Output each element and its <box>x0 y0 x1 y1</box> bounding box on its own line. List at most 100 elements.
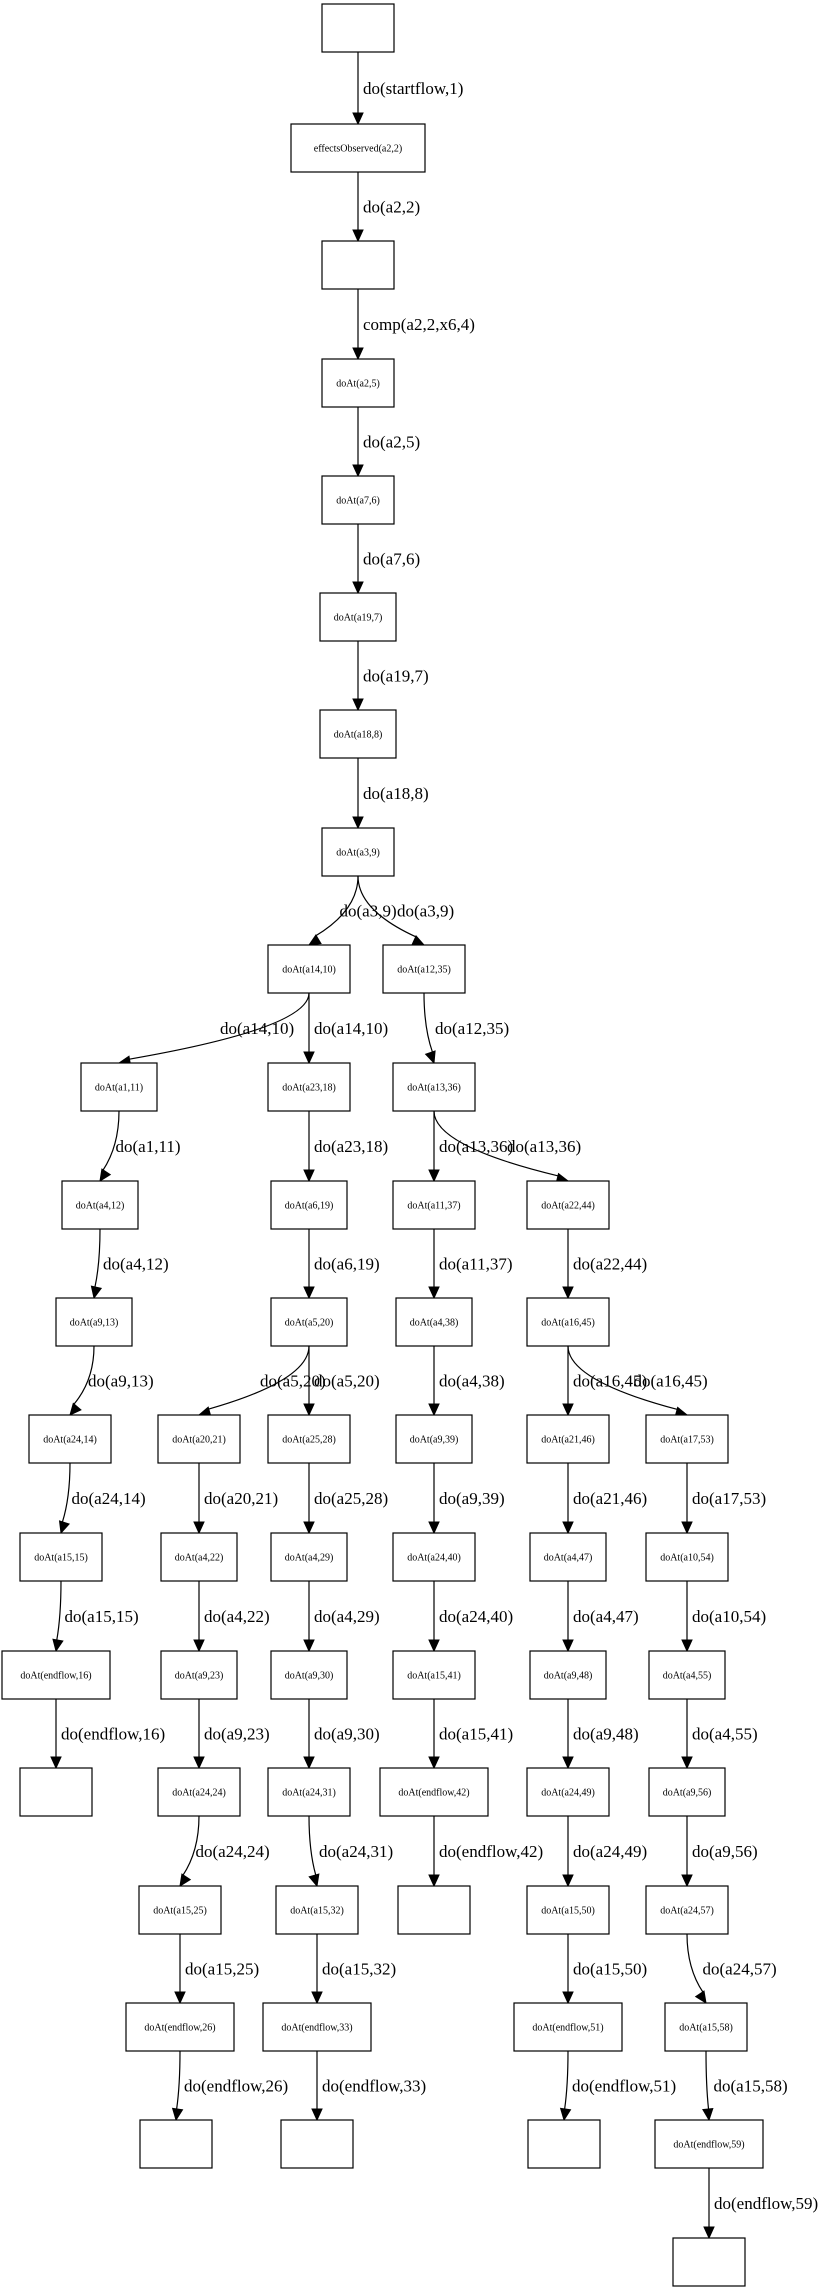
node-blank <box>397 1885 471 1935</box>
arrowhead <box>193 1756 205 1770</box>
node-doat-a24-40: doAt(a24,40) <box>392 1532 476 1582</box>
node-blank <box>139 2119 213 2169</box>
edge-line <box>308 1815 317 1876</box>
arrowhead <box>562 1874 574 1888</box>
edge-label: do(endflow,51) <box>572 2077 676 2096</box>
node-label: doAt(a9,13) <box>70 1318 119 1329</box>
edge: comp(a2,2,x6,4) <box>352 289 475 361</box>
node-doat-a24-57: doAt(a24,57) <box>645 1885 729 1935</box>
node-doat-a4-22: doAt(a4,22) <box>160 1532 238 1582</box>
arrowhead <box>562 1403 574 1417</box>
node-doat-a15-58: doAt(a15,58) <box>664 2002 748 2052</box>
edge: do(a2,5) <box>352 407 420 478</box>
node-box <box>397 1885 471 1935</box>
node-box <box>672 2237 746 2287</box>
arrowhead <box>90 1285 103 1300</box>
edge-line <box>73 1345 95 1405</box>
edge-label: do(a15,58) <box>714 2077 788 2096</box>
node-label: doAt(a9,39) <box>410 1435 459 1446</box>
node-doat-endflow-16: doAt(endflow,16) <box>1 1650 111 1700</box>
node-doat-a24-14: doAt(a24,14) <box>28 1414 112 1464</box>
edge-label: do(a24,14) <box>72 1489 146 1508</box>
node-label: doAt(a22,44) <box>541 1201 595 1212</box>
node-doat-a23-18: doAt(a23,18) <box>267 1062 351 1112</box>
node-box <box>321 827 395 877</box>
node-box <box>529 1650 607 1700</box>
node-doat-a15-32: doAt(a15,32) <box>275 1885 359 1935</box>
node-label: doAt(a9,48) <box>544 1671 593 1682</box>
arrowhead <box>303 1521 315 1535</box>
node-label: doAt(a9,30) <box>285 1671 334 1682</box>
edge-label: do(a13,36) <box>507 1137 581 1156</box>
node-doat-a4-55: doAt(a4,55) <box>648 1650 726 1700</box>
arrowhead <box>562 1286 574 1300</box>
node-box <box>55 1297 133 1347</box>
edge: do(a14,10) <box>303 993 388 1065</box>
edge: do(endflow,59) <box>703 2168 818 2240</box>
node-box <box>645 1414 729 1464</box>
edge-label: do(a15,41) <box>439 1725 513 1744</box>
edge: do(a24,31) <box>308 1815 393 1888</box>
edge-label: do(a19,7) <box>363 667 429 686</box>
node-blank <box>321 3 395 53</box>
edge-line <box>686 1933 704 1993</box>
edge: do(a24,40) <box>428 1581 513 1653</box>
node-blank <box>280 2119 354 2169</box>
node-doat-a20-21: doAt(a20,21) <box>157 1414 241 1464</box>
edge: do(a4,22) <box>193 1581 270 1653</box>
edge: do(a7,6) <box>352 524 420 595</box>
arrowhead <box>352 698 364 712</box>
arrowhead <box>428 1639 440 1653</box>
edge: do(a17,53) <box>681 1463 766 1535</box>
edge: do(endflow,51) <box>559 2050 676 2122</box>
edge: do(a9,39) <box>428 1463 505 1535</box>
arrowhead <box>562 1521 574 1535</box>
arrowhead <box>99 1168 112 1183</box>
node-label: doAt(a17,53) <box>660 1435 714 1446</box>
edge: do(a9,13) <box>69 1345 154 1416</box>
node-doat-a6-19: doAt(a6,19) <box>270 1180 348 1230</box>
edge: do(a13,36) <box>428 1111 513 1183</box>
edge: do(a2,2) <box>352 172 420 243</box>
edge-label: do(a9,48) <box>573 1725 639 1744</box>
node-doat-a25-28: doAt(a25,28) <box>267 1414 351 1464</box>
node-label: doAt(a12,35) <box>397 965 451 976</box>
edge-label: do(a16,45) <box>634 1372 708 1391</box>
edge: do(a24,57) <box>686 1933 777 2005</box>
node-box <box>61 1180 139 1230</box>
node-box <box>275 1885 359 1935</box>
node-label: doAt(a15,25) <box>153 1906 207 1917</box>
node-label: doAt(a24,31) <box>282 1788 336 1799</box>
edge-label: do(a4,47) <box>573 1607 639 1626</box>
edge: do(a15,25) <box>174 1934 259 2005</box>
edge: do(a9,48) <box>562 1699 639 1770</box>
node-doat-a15-15: doAt(a15,15) <box>19 1532 103 1582</box>
edge: do(a10,54) <box>681 1581 766 1653</box>
node-box <box>526 1767 610 1817</box>
edge: do(a15,15) <box>52 1580 139 1653</box>
edge: do(endflow,26) <box>171 2050 288 2122</box>
edge-label: do(a18,8) <box>363 784 429 803</box>
node-doat-a17-53: doAt(a17,53) <box>645 1414 729 1464</box>
arrowhead <box>58 1520 70 1535</box>
edge-label: do(a15,25) <box>185 1960 259 1979</box>
arrowhead <box>50 1756 62 1770</box>
edge: do(endflow,16) <box>50 1699 165 1770</box>
node-label: doAt(a15,50) <box>541 1906 595 1917</box>
node-box <box>28 1414 112 1464</box>
edge: do(a14,10) <box>117 992 310 1067</box>
node-doat-endflow-42: doAt(endflow,42) <box>379 1767 489 1817</box>
edge-label: do(a9,56) <box>692 1842 758 1861</box>
edge-line <box>564 2050 569 2110</box>
arrowhead <box>562 1756 574 1770</box>
node-doat-endflow-59: doAt(endflow,59) <box>654 2119 764 2169</box>
arrowhead <box>174 1991 186 2005</box>
node-box <box>648 1767 726 1817</box>
arrowhead <box>311 1991 323 2005</box>
edge-label: do(a4,38) <box>439 1372 505 1391</box>
edge: do(a15,58) <box>702 2050 788 2122</box>
edge: do(a24,24) <box>179 1815 270 1888</box>
edge: do(a1,11) <box>99 1110 181 1183</box>
node-label: doAt(a24,24) <box>172 1788 226 1799</box>
arrowhead <box>428 1874 440 1888</box>
